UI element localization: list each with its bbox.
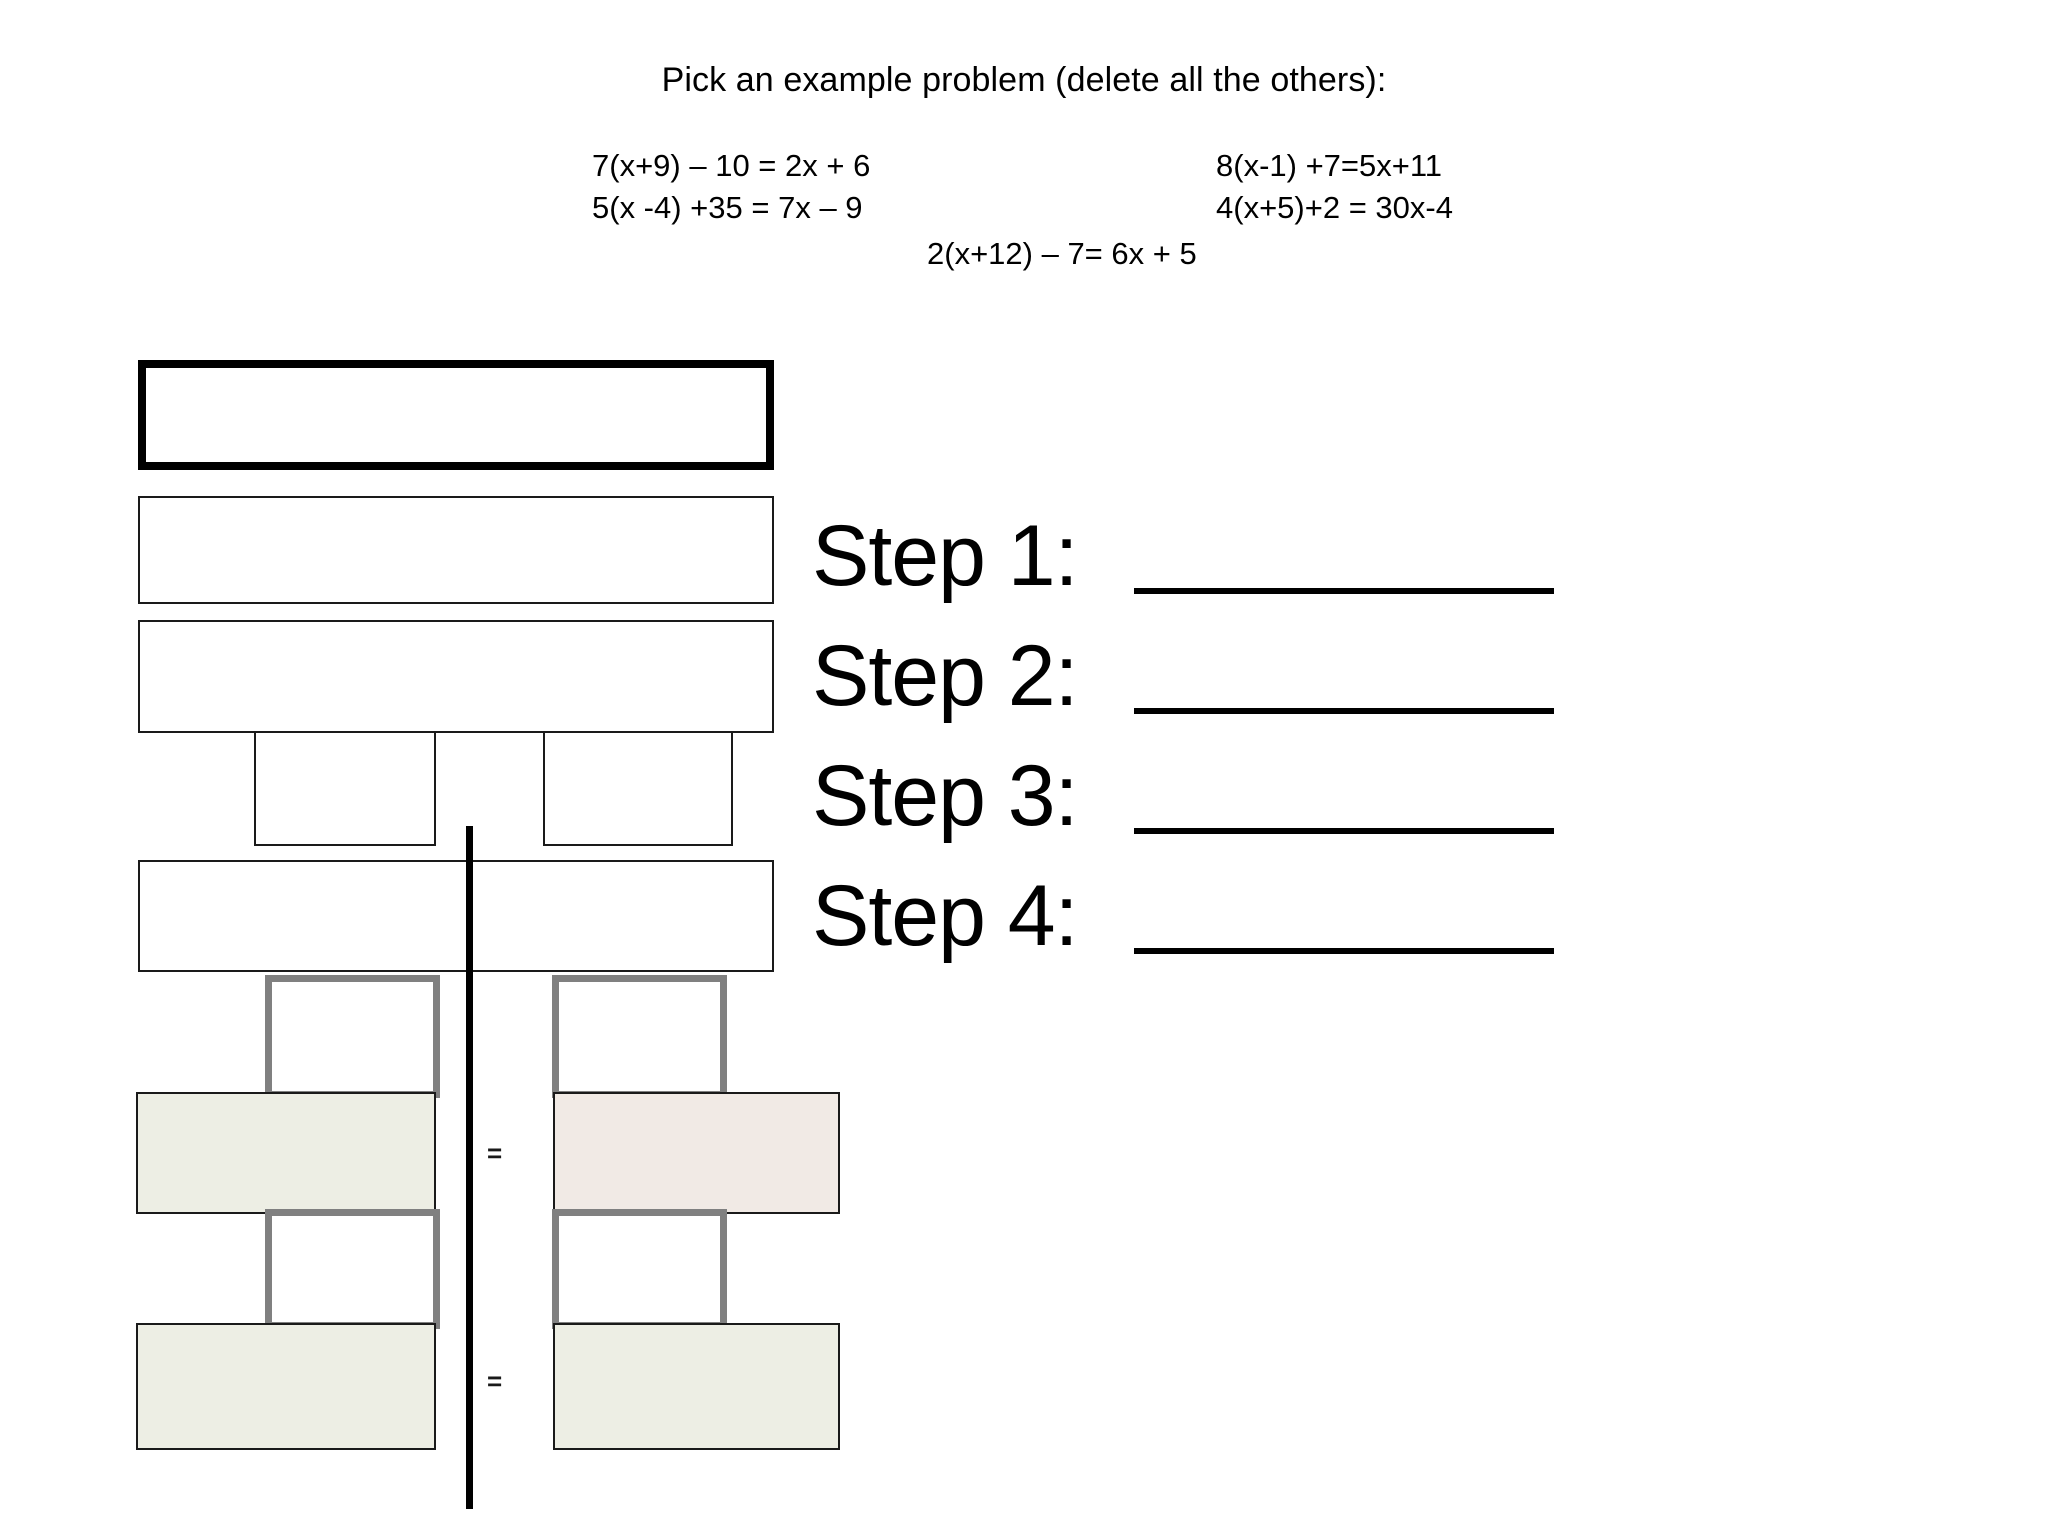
steps-worksheet: Step 1: Step 2: Step 3: Step 4: bbox=[812, 500, 1554, 980]
equals-sign-lower: = bbox=[487, 1366, 503, 1396]
step-row-4: Step 4: bbox=[812, 860, 1554, 980]
diagram-tile-shaded-right-upper[interactable] bbox=[553, 1092, 840, 1214]
diagram-tile-gray-left-lower[interactable] bbox=[265, 1209, 440, 1329]
diagram-tile-shaded-left-lower[interactable] bbox=[136, 1323, 436, 1450]
diagram-tile-small-left[interactable] bbox=[254, 731, 436, 846]
step-label-2: Step 2: bbox=[812, 628, 1079, 724]
step-row-3: Step 3: bbox=[812, 740, 1554, 860]
diagram-tile-bar-2[interactable] bbox=[138, 496, 774, 604]
equation-option-5[interactable]: 2(x+12) – 7= 6x + 5 bbox=[927, 236, 1197, 271]
step-answer-blank-1[interactable] bbox=[1134, 588, 1554, 594]
equals-sign-upper: = bbox=[487, 1138, 503, 1168]
step-label-4: Step 4: bbox=[812, 868, 1079, 964]
diagram-tile-bar-4[interactable] bbox=[138, 860, 774, 972]
equation-option-1[interactable]: 7(x+9) – 10 = 2x + 6 bbox=[592, 148, 871, 183]
step-answer-blank-3[interactable] bbox=[1134, 828, 1554, 834]
example-equations-group: 7(x+9) – 10 = 2x + 6 5(x -4) +35 = 7x – … bbox=[0, 145, 2048, 275]
step-row-1: Step 1: bbox=[812, 500, 1554, 620]
step-answer-blank-2[interactable] bbox=[1134, 708, 1554, 714]
balance-divider-line bbox=[466, 826, 473, 1509]
page-title: Pick an example problem (delete all the … bbox=[661, 61, 1387, 99]
step-row-2: Step 2: bbox=[812, 620, 1554, 740]
diagram-tile-bar-3[interactable] bbox=[138, 620, 774, 733]
step-answer-blank-4[interactable] bbox=[1134, 948, 1554, 954]
step-label-1: Step 1: bbox=[812, 508, 1079, 604]
diagram-tile-gray-left-upper[interactable] bbox=[265, 975, 440, 1098]
diagram-tile-small-right[interactable] bbox=[543, 731, 733, 846]
diagram-tile-gray-right-lower[interactable] bbox=[552, 1209, 727, 1329]
diagram-tile-gray-right-upper[interactable] bbox=[552, 975, 727, 1098]
equation-option-4[interactable]: 4(x+5)+2 = 30x-4 bbox=[1216, 190, 1453, 225]
equation-option-2[interactable]: 5(x -4) +35 = 7x – 9 bbox=[592, 190, 863, 225]
equation-option-3[interactable]: 8(x-1) +7=5x+11 bbox=[1216, 148, 1443, 183]
diagram-tile-header-bar[interactable] bbox=[138, 360, 774, 470]
diagram-tile-shaded-right-lower[interactable] bbox=[553, 1323, 840, 1450]
step-label-3: Step 3: bbox=[812, 748, 1079, 844]
diagram-tile-shaded-left-upper[interactable] bbox=[136, 1092, 436, 1214]
